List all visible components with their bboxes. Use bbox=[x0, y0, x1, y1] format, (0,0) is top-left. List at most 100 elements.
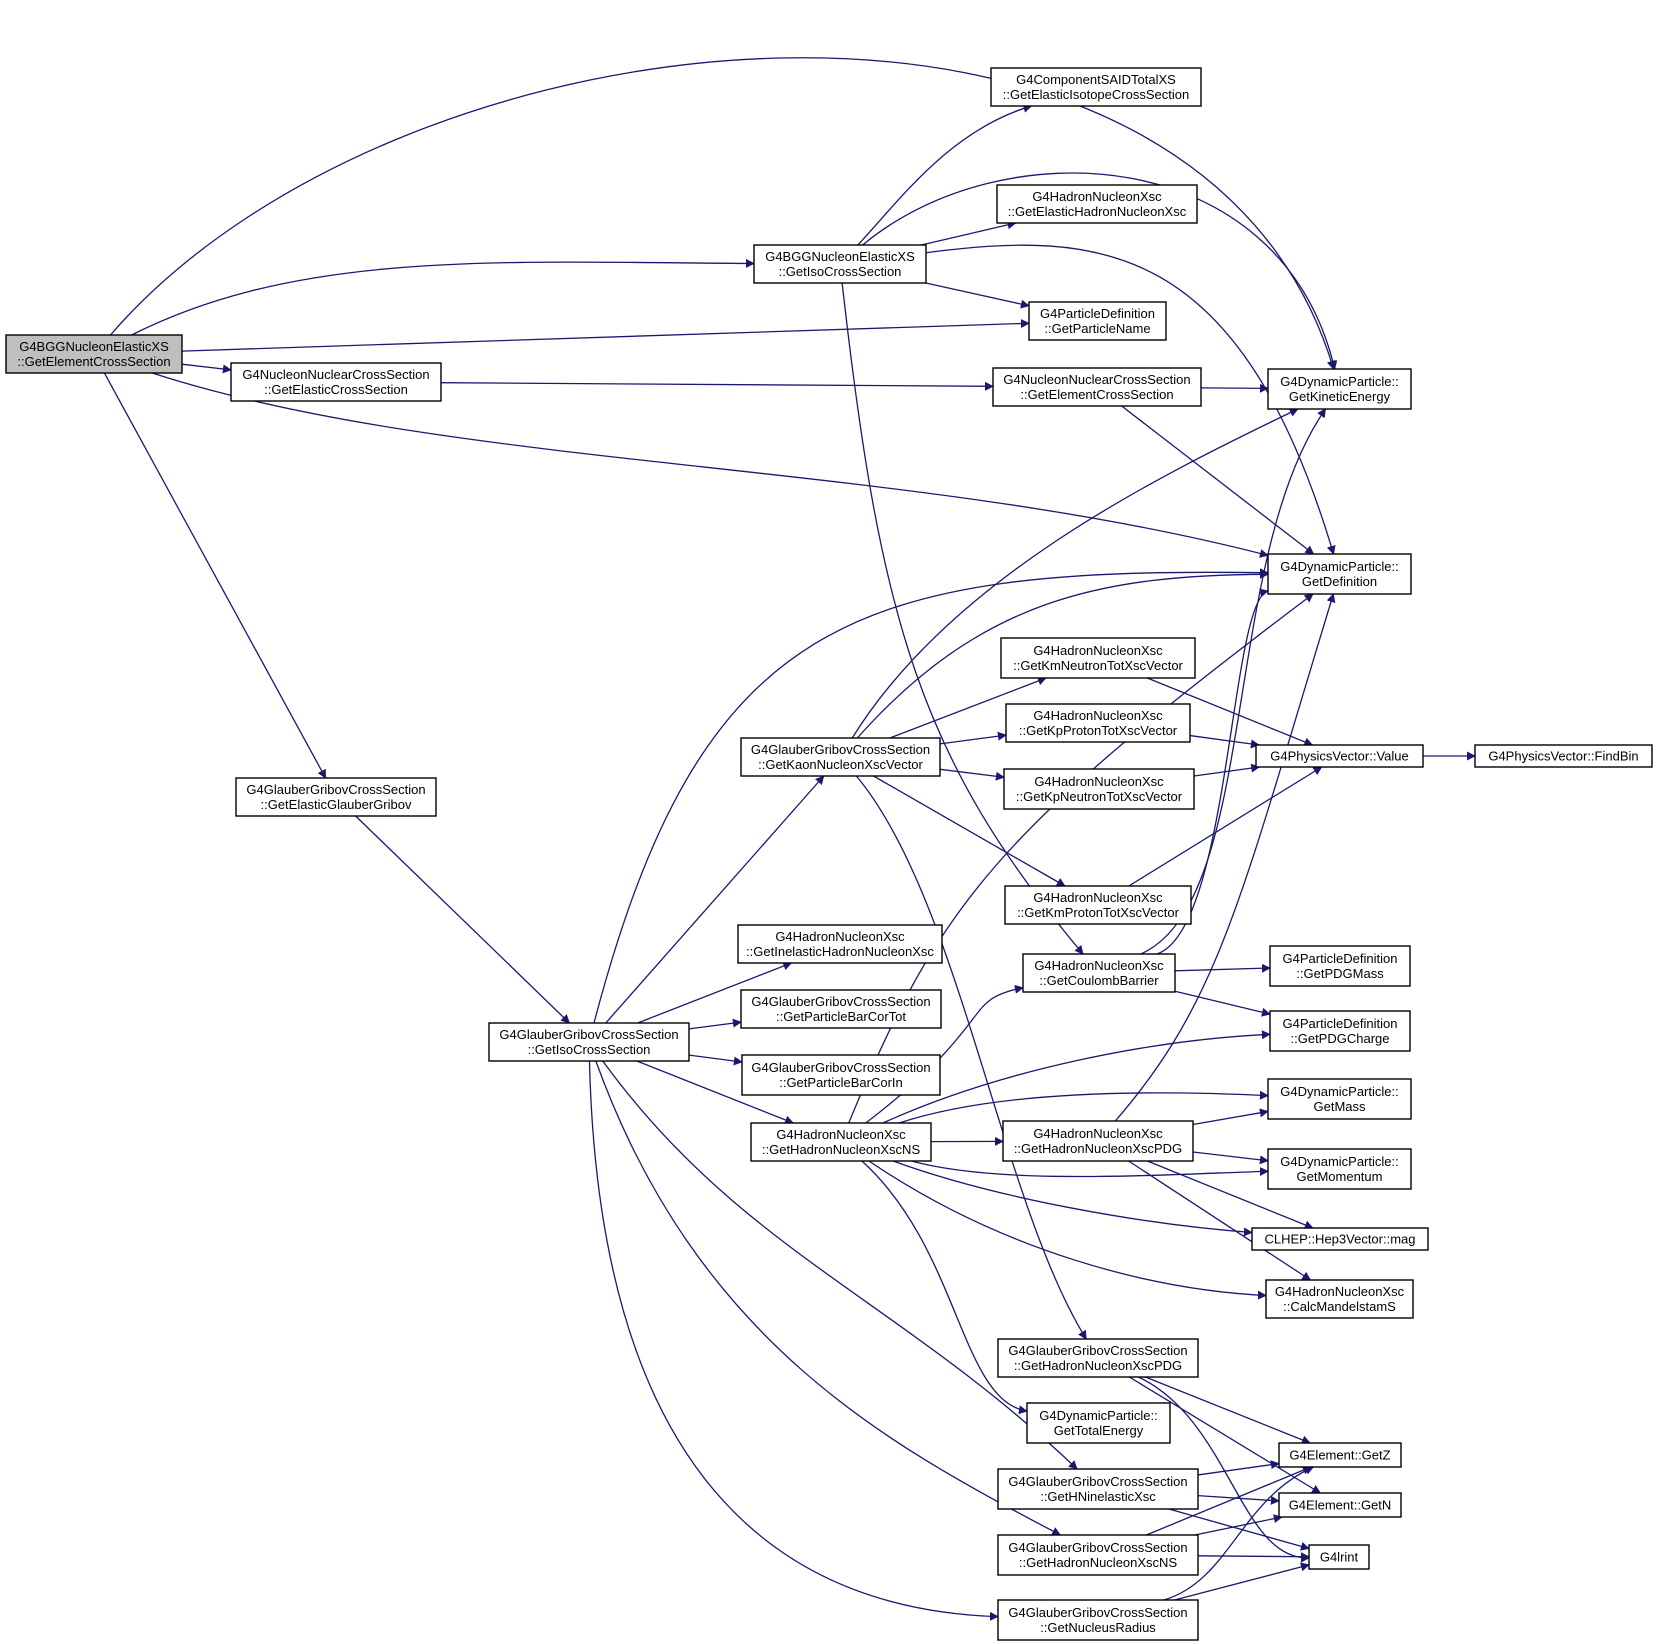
node-pvValue[interactable]: G4PhysicsVector::Value bbox=[1255, 744, 1424, 768]
node-box[interactable] bbox=[1267, 1078, 1412, 1120]
node-box[interactable] bbox=[1003, 768, 1195, 810]
node-g4lrint[interactable]: G4lrint bbox=[1308, 1544, 1370, 1570]
node-label-line: ::GetKpProtonTotXscVector bbox=[1019, 723, 1178, 738]
node-box[interactable] bbox=[1474, 744, 1653, 768]
node-saidIso[interactable]: G4ComponentSAIDTotalXS::GetElasticIsotop… bbox=[990, 67, 1202, 107]
node-getZ[interactable]: G4Element::GetZ bbox=[1278, 1442, 1402, 1468]
node-hep3mag[interactable]: CLHEP::Hep3Vector::mag bbox=[1251, 1227, 1429, 1251]
node-kinE[interactable]: G4DynamicParticle::GetKineticEnergy bbox=[1267, 368, 1412, 410]
node-hnInelastic[interactable]: G4HadronNucleonXsc::GetInelasticHadronNu… bbox=[737, 924, 943, 964]
node-totalE[interactable]: G4DynamicParticle::GetTotalEnergy bbox=[1026, 1402, 1171, 1444]
node-coulomb[interactable]: G4HadronNucleonXsc::GetCoulombBarrier bbox=[1022, 953, 1176, 993]
node-box[interactable] bbox=[997, 1338, 1199, 1378]
node-label-line: G4HadronNucleonXsc bbox=[1033, 890, 1163, 905]
node-kpProton[interactable]: G4HadronNucleonXsc::GetKpProtonTotXscVec… bbox=[1005, 703, 1191, 743]
node-nnElement[interactable]: G4NucleonNuclearCrossSection::GetElement… bbox=[992, 367, 1202, 407]
node-nnElastic[interactable]: G4NucleonNuclearCrossSection::GetElastic… bbox=[230, 362, 442, 402]
node-box[interactable] bbox=[992, 367, 1202, 407]
node-box[interactable] bbox=[1004, 885, 1192, 925]
node-box[interactable] bbox=[235, 777, 437, 817]
node-label-line: G4lrint bbox=[1320, 1550, 1359, 1565]
node-box[interactable] bbox=[1278, 1492, 1402, 1518]
node-label-line: GetTotalEnergy bbox=[1054, 1423, 1144, 1438]
node-ggPDG[interactable]: G4GlauberGribovCrossSection::GetHadronNu… bbox=[997, 1338, 1199, 1378]
node-box[interactable] bbox=[997, 1468, 1199, 1510]
node-box[interactable] bbox=[5, 334, 183, 374]
edge-hnPDG-to-getMass bbox=[1192, 1108, 1269, 1126]
node-label-line: ::GetHadronNucleonXscPDG bbox=[1014, 1141, 1182, 1156]
edge-bggIso-to-saidIso bbox=[857, 103, 1033, 246]
node-box[interactable] bbox=[1269, 945, 1411, 987]
node-hnPDG[interactable]: G4HadronNucleonXsc::GetHadronNucleonXscP… bbox=[1002, 1120, 1194, 1162]
edge-bggIso-to-kinE bbox=[862, 172, 1338, 370]
node-box[interactable] bbox=[1267, 553, 1412, 595]
node-box[interactable] bbox=[737, 924, 943, 964]
node-hnElastic[interactable]: G4HadronNucleonXsc::GetElasticHadronNucl… bbox=[996, 184, 1198, 224]
node-box[interactable] bbox=[1269, 1010, 1411, 1052]
node-box[interactable] bbox=[741, 1054, 941, 1096]
node-box[interactable] bbox=[740, 989, 942, 1029]
node-pvFindBin[interactable]: G4PhysicsVector::FindBin bbox=[1474, 744, 1653, 768]
node-box[interactable] bbox=[753, 244, 927, 284]
node-getMomentum[interactable]: G4DynamicParticle::GetMomentum bbox=[1267, 1148, 1412, 1190]
node-box[interactable] bbox=[750, 1122, 932, 1162]
node-label-line: ::GetElasticIsotopeCrossSection bbox=[1003, 87, 1189, 102]
node-ggIso[interactable]: G4GlauberGribovCrossSection::GetIsoCross… bbox=[488, 1022, 690, 1062]
node-kaonVec[interactable]: G4GlauberGribovCrossSection::GetKaonNucl… bbox=[740, 737, 941, 777]
node-nucRadius[interactable]: G4GlauberGribovCrossSection::GetNucleusR… bbox=[997, 1599, 1199, 1641]
node-box[interactable] bbox=[1005, 703, 1191, 743]
node-box[interactable] bbox=[1265, 1279, 1414, 1319]
node-label-line: G4GlauberGribovCrossSection bbox=[1008, 1474, 1187, 1489]
node-label-line: ::GetHadronNucleonXscNS bbox=[1019, 1555, 1178, 1570]
node-box[interactable] bbox=[996, 184, 1198, 224]
edge-ggIso-to-getDef bbox=[593, 568, 1269, 1024]
node-box[interactable] bbox=[1002, 1120, 1194, 1162]
node-label-line: G4NucleonNuclearCrossSection bbox=[1003, 372, 1190, 387]
node-partName[interactable]: G4ParticleDefinition::GetParticleName bbox=[1028, 301, 1167, 341]
node-root[interactable]: G4BGGNucleonElasticXS::GetElementCrossSe… bbox=[5, 334, 183, 374]
node-box[interactable] bbox=[1000, 637, 1196, 679]
node-box[interactable] bbox=[488, 1022, 690, 1062]
node-box[interactable] bbox=[1022, 953, 1176, 993]
node-box[interactable] bbox=[1028, 301, 1167, 341]
node-hnNS[interactable]: G4HadronNucleonXsc::GetHadronNucleonXscN… bbox=[750, 1122, 932, 1162]
node-pdgCharge[interactable]: G4ParticleDefinition::GetPDGCharge bbox=[1269, 1010, 1411, 1052]
node-box[interactable] bbox=[1026, 1402, 1171, 1444]
node-label-line: G4HadronNucleonXsc bbox=[1034, 958, 1164, 973]
node-barCorIn[interactable]: G4GlauberGribovCrossSection::GetParticle… bbox=[741, 1054, 941, 1096]
node-label-line: G4HadronNucleonXsc bbox=[1033, 1126, 1163, 1141]
node-box[interactable] bbox=[1278, 1442, 1402, 1468]
node-box[interactable] bbox=[1251, 1227, 1429, 1251]
node-hnInel[interactable]: G4GlauberGribovCrossSection::GetHNinelas… bbox=[997, 1468, 1199, 1510]
node-getDef[interactable]: G4DynamicParticle::GetDefinition bbox=[1267, 553, 1412, 595]
node-ggNS[interactable]: G4GlauberGribovCrossSection::GetHadronNu… bbox=[997, 1534, 1199, 1576]
node-kmProton[interactable]: G4HadronNucleonXsc::GetKmProtonTotXscVec… bbox=[1004, 885, 1192, 925]
node-kmNeutron[interactable]: G4HadronNucleonXsc::GetKmNeutronTotXscVe… bbox=[1000, 637, 1196, 679]
node-label-line: ::GetParticleBarCorTot bbox=[776, 1009, 906, 1024]
node-box[interactable] bbox=[997, 1599, 1199, 1641]
node-box[interactable] bbox=[740, 737, 941, 777]
node-label-line: G4GlauberGribovCrossSection bbox=[1008, 1343, 1187, 1358]
node-barCorTot[interactable]: G4GlauberGribovCrossSection::GetParticle… bbox=[740, 989, 942, 1029]
node-getN[interactable]: G4Element::GetN bbox=[1278, 1492, 1402, 1518]
node-box[interactable] bbox=[230, 362, 442, 402]
node-bggIso[interactable]: G4BGGNucleonElasticXS::GetIsoCrossSectio… bbox=[753, 244, 927, 284]
edge-bggIso-to-hnElastic bbox=[921, 220, 1017, 246]
node-box[interactable] bbox=[1255, 744, 1424, 768]
node-kpNeutron[interactable]: G4HadronNucleonXsc::GetKpNeutronTotXscVe… bbox=[1003, 768, 1195, 810]
node-pdgMass[interactable]: G4ParticleDefinition::GetPDGMass bbox=[1269, 945, 1411, 987]
node-box[interactable] bbox=[1308, 1544, 1370, 1570]
node-ggElastic[interactable]: G4GlauberGribovCrossSection::GetElasticG… bbox=[235, 777, 437, 817]
node-mandelstam[interactable]: G4HadronNucleonXsc::CalcMandelstamS bbox=[1265, 1279, 1414, 1319]
node-label-line: ::GetParticleBarCorIn bbox=[779, 1075, 903, 1090]
edge-root-to-ggElastic bbox=[103, 372, 327, 779]
node-box[interactable] bbox=[997, 1534, 1199, 1576]
edge-layer bbox=[103, 57, 1476, 1621]
node-box[interactable] bbox=[990, 67, 1202, 107]
node-box[interactable] bbox=[1267, 1148, 1412, 1190]
node-label-line: G4HadronNucleonXsc bbox=[1033, 643, 1163, 658]
node-label-line: G4Element::GetN bbox=[1289, 1498, 1392, 1513]
node-box[interactable] bbox=[1267, 368, 1412, 410]
node-getMass[interactable]: G4DynamicParticle::GetMass bbox=[1267, 1078, 1412, 1120]
